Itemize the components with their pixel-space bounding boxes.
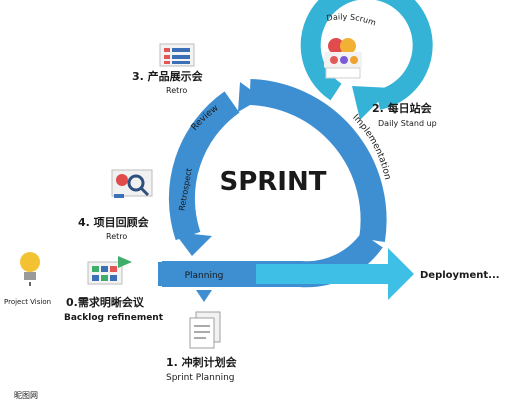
showcase-cn: 3. 产品展示会 (132, 69, 204, 83)
document-icon (189, 311, 221, 349)
daily-standup-cn: 2. 每日站会 (372, 101, 433, 115)
backlog-cn: 0.需求明晰会议 (66, 295, 145, 309)
planning-down-arrow (196, 290, 212, 302)
presentation-board-icon (159, 43, 195, 67)
planning-en: Sprint Planning (166, 373, 235, 383)
deployment-label: Deployment... (420, 270, 500, 281)
backlog-en: Backlog refinement (64, 313, 164, 323)
project-vision-label: Project Vision (4, 298, 51, 306)
planning-label: Planning (185, 271, 224, 281)
team-meeting-icon (324, 38, 362, 79)
planning-cn: 1. 冲刺计划会 (166, 355, 238, 369)
daily-standup-en: Daily Stand up (378, 119, 437, 128)
magnifier-chart-icon (111, 169, 153, 198)
lightbulb-icon (20, 252, 40, 286)
watermark: 昵图网 (14, 391, 38, 400)
daily-scrum-label: Daily Scrum (326, 12, 378, 27)
retro-en: Retro (106, 232, 127, 241)
deployment-arrow (256, 248, 414, 300)
sprint-cycle-ring: Review Retrospect Implementation Plannin… (158, 79, 392, 302)
sprint-title: SPRINT (220, 167, 327, 197)
backlog-board-icon (87, 256, 132, 285)
retro-cn: 4. 项目回顾会 (78, 215, 150, 229)
showcase-en: Retro (166, 86, 187, 95)
